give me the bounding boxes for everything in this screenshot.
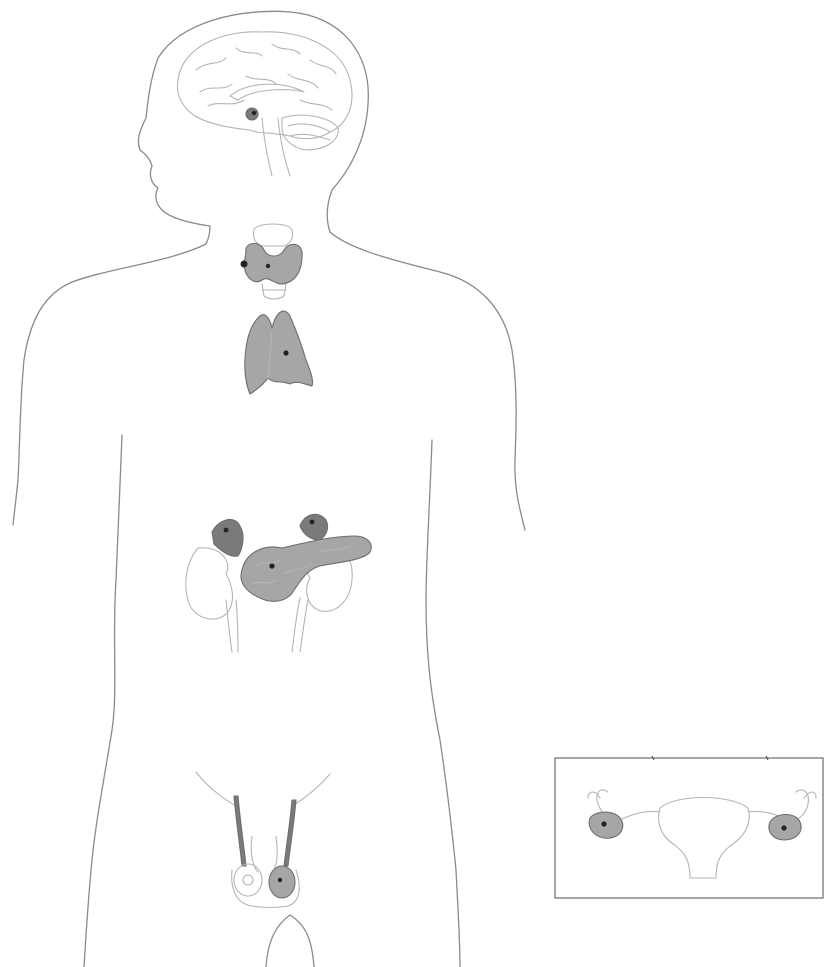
left-kidney (186, 548, 233, 619)
left-shoulder-arm (13, 244, 206, 525)
thymus (245, 311, 313, 394)
right-shoulder-arm (330, 232, 525, 530)
left-torso-leg (84, 435, 122, 967)
pituitary-gland (246, 108, 258, 120)
right-adrenal-marker (310, 520, 315, 525)
trachea (262, 284, 286, 299)
right-torso-leg (426, 440, 460, 967)
male-reproductive (232, 796, 300, 908)
right-adrenal-gland (300, 514, 328, 540)
left-testis-core (243, 875, 253, 885)
pancreas-marker (269, 563, 274, 568)
ureters (226, 598, 308, 652)
head-outline (138, 11, 368, 244)
thyroid-marker-left (241, 261, 248, 268)
abdominal-organs (186, 514, 371, 652)
inner-legs (266, 915, 314, 967)
thyroid-gland (244, 243, 302, 284)
left-spermatic-cord (234, 796, 246, 866)
brain-outline (178, 32, 352, 139)
right-ovary-marker (781, 825, 786, 830)
thymus-gland (245, 311, 313, 394)
left-ovary-marker (601, 821, 606, 826)
right-spermatic-cord (284, 800, 296, 866)
right-testis (269, 866, 295, 898)
groin-lines (196, 772, 330, 806)
pituitary-marker (252, 111, 256, 115)
female-reproductive-inset (555, 756, 823, 898)
right-testis-marker (278, 878, 282, 882)
body-outline (13, 11, 525, 967)
left-adrenal-marker (224, 528, 229, 533)
thyroid (241, 224, 303, 299)
brain (178, 32, 352, 176)
brain-gyri (196, 44, 336, 110)
corpus-callosum (230, 84, 304, 100)
thymus-marker (283, 350, 288, 355)
left-testis-outline (234, 864, 262, 896)
thyroid-marker-center (266, 264, 270, 268)
brainstem (262, 118, 290, 176)
larynx-outline (253, 224, 292, 246)
